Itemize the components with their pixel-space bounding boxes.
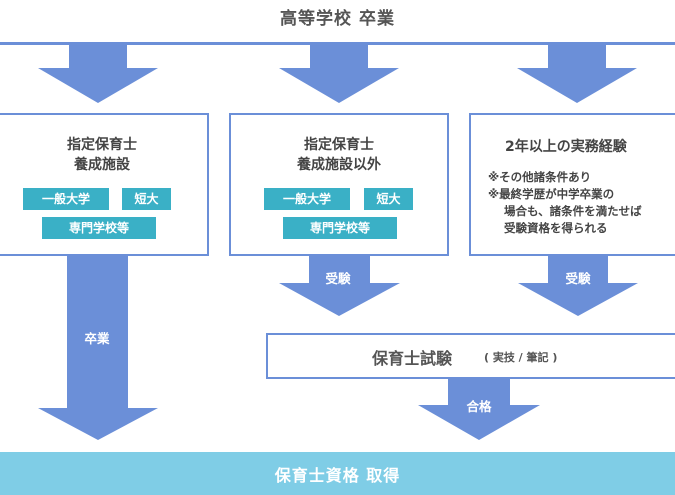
exam-box: 保育士試験 ( 実技 / 筆記 ) — [266, 333, 675, 379]
school-box: 指定保育士 養成施設 一般大学 短大 専門学校等 — [0, 113, 209, 256]
arrow-label-exam-col3: 受験 — [565, 271, 591, 286]
tag-vocational-school: 専門学校等 — [42, 217, 156, 239]
experience-note-4: 受験資格を得られる — [504, 221, 608, 235]
other-school-box-title-line2: 養成施設以外 — [297, 157, 381, 173]
experience-note-1: ※その他諸条件あり — [488, 170, 592, 184]
school-box-title-line2: 養成施設 — [74, 157, 130, 173]
arrow-label-exam-col2: 受験 — [325, 271, 351, 286]
other-school-box-title-line1: 指定保育士 — [304, 137, 374, 153]
arrow-label-graduate: 卒業 — [84, 331, 110, 346]
arrow-down-icon — [38, 45, 158, 103]
experience-box-title: 2年以上の実務経験 — [505, 139, 627, 155]
footer-bar — [0, 452, 675, 495]
experience-note-3: 場合も、諸条件を満たせば — [504, 204, 642, 218]
tag-vocational-school: 専門学校等 — [283, 217, 397, 239]
arrow-label-pass: 合格 — [466, 399, 492, 414]
arrow-down-icon — [517, 45, 637, 103]
header-title: 高等学校 卒業 — [280, 9, 395, 29]
school-box-title-line1: 指定保育士 — [67, 137, 137, 153]
arrow-down-icon — [418, 379, 540, 440]
tag-junior-college: 短大 — [364, 188, 413, 210]
arrow-down-icon — [279, 45, 399, 103]
arrow-down-icon — [279, 250, 400, 316]
experience-box: 2年以上の実務経験 ※その他諸条件あり ※最終学歴が中学卒業の 場合も、諸条件を… — [469, 113, 675, 256]
exam-title: 保育士試験 — [372, 349, 453, 368]
footer-title: 保育士資格 取得 — [274, 466, 401, 485]
tag-university: 一般大学 — [264, 188, 350, 210]
experience-note-2: ※最終学歴が中学卒業の — [488, 187, 615, 201]
exam-subtitle: ( 実技 / 筆記 ) — [484, 351, 558, 364]
arrow-down-icon — [38, 250, 158, 440]
arrow-down-icon — [518, 250, 638, 316]
tag-junior-college: 短大 — [122, 188, 171, 210]
tag-university: 一般大学 — [23, 188, 109, 210]
header-divider — [0, 42, 675, 45]
other-school-box: 指定保育士 養成施設以外 一般大学 短大 専門学校等 — [229, 113, 449, 256]
